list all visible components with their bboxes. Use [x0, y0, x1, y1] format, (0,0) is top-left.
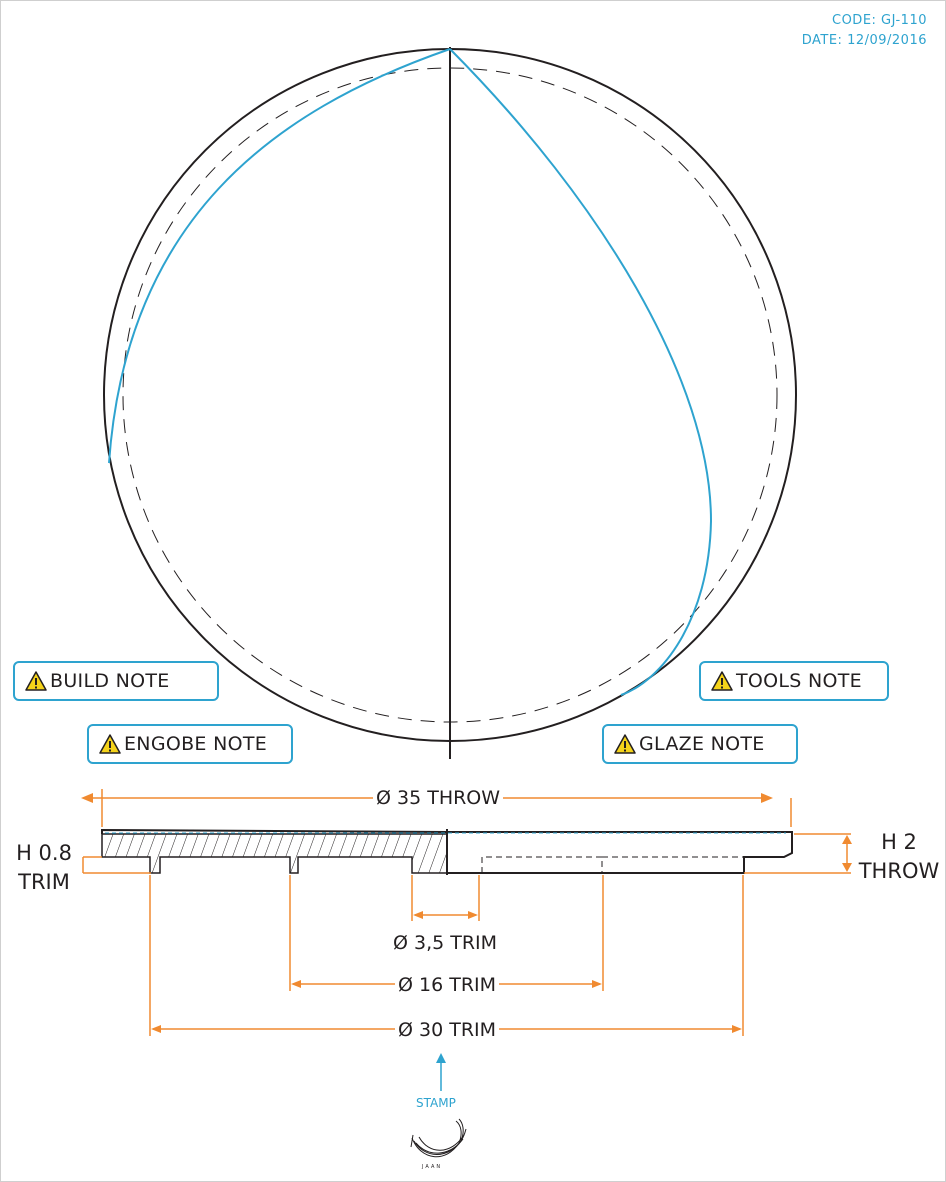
hole-trim-label: Ø 3,5 TRIM [390, 932, 501, 954]
glaze-note-label: GLAZE NOTE [639, 733, 765, 755]
total-height-annotation: H 2 THROW [853, 828, 945, 886]
right-spiral-curve [449, 48, 713, 696]
engobe-note-button[interactable]: ENGOBE NOTE [87, 724, 293, 764]
rim-height-label: TRIM [18, 870, 70, 894]
dimension-lines [81, 789, 852, 1036]
rim-height-value: H 0.8 [16, 841, 72, 865]
total-height-label: THROW [858, 859, 940, 883]
total-height-value: H 2 [881, 830, 917, 854]
warning-icon [711, 671, 733, 691]
warning-icon [99, 734, 121, 754]
rim-height-annotation: H 0.8 TRIM [7, 839, 81, 897]
drawing-date: DATE: 12/09/2016 [801, 33, 927, 48]
signature-mark [410, 1118, 467, 1158]
build-note-button[interactable]: BUILD NOTE [13, 661, 219, 701]
left-spiral-curve [108, 48, 451, 464]
engobe-note-label: ENGOBE NOTE [124, 733, 268, 755]
section-right-outline [447, 834, 789, 873]
section-right-profile [447, 831, 793, 874]
section-view [101, 828, 793, 875]
plan-view [103, 47, 797, 759]
inner-ring-trim-label: Ø 16 TRIM [395, 974, 500, 996]
section-left-hatched [101, 833, 448, 874]
build-note-label: BUILD NOTE [50, 670, 170, 692]
warning-icon [614, 734, 636, 754]
section-top-edge [101, 828, 448, 834]
hidden-foot-lines [481, 856, 744, 873]
tools-note-label: TOOLS NOTE [736, 670, 862, 692]
stamp-label: STAMP [416, 1096, 456, 1110]
stamp-pointer [436, 1053, 446, 1091]
throw-diameter-label: Ø 35 THROW [373, 787, 504, 809]
tools-note-button[interactable]: TOOLS NOTE [699, 661, 889, 701]
signature-text: JAAN [422, 1164, 443, 1170]
drawing-code: CODE: GJ-110 [832, 13, 927, 28]
warning-icon [25, 671, 47, 691]
glaze-note-button[interactable]: GLAZE NOTE [602, 724, 798, 764]
foot-ring-trim-label: Ø 30 TRIM [395, 1019, 500, 1041]
